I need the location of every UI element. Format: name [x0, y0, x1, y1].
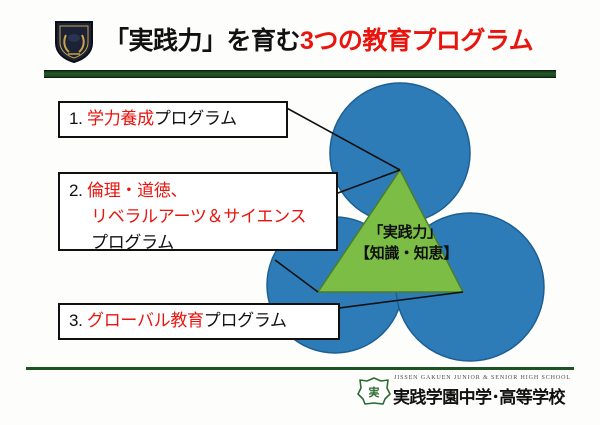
callout-program-3[interactable]: 3. グローバル教育プログラム: [58, 303, 340, 340]
callout-3-number: 3.: [69, 311, 83, 330]
center-label-line-1: 「実践力」: [368, 224, 442, 241]
connector-line-1: [282, 105, 401, 171]
callout-3-rest: プログラム: [203, 311, 287, 330]
header-rule: [44, 70, 556, 78]
school-crest-shield-icon: [53, 19, 95, 63]
title-prefix: 「実践力」を育む: [104, 27, 301, 55]
callout-2-line-1-text: 倫理・道徳、: [87, 181, 188, 200]
callout-program-1[interactable]: 1. 学力養成プログラム: [58, 101, 288, 138]
callout-2-line-2: リベラルアーツ＆サイエンス: [91, 207, 307, 226]
jissen-gakuen-emblem-icon: 実: [357, 377, 391, 406]
center-triangle: [316, 168, 465, 293]
footer-english-name: JISSEN GAKUEN JUNIOR & SENIOR HIGH SCHOO…: [394, 375, 571, 381]
callout-1-highlight: 学力養成: [87, 109, 154, 128]
diagram-center-label: 「実践力」 【知識・知恵】: [355, 222, 458, 264]
callout-1-number: 1.: [69, 109, 83, 128]
footer-japanese-name: 実践学園中学･高等学校: [393, 388, 566, 407]
title-highlight: 3つの教育プログラム: [300, 27, 534, 55]
svg-text:実: 実: [369, 385, 380, 399]
callout-2-number: 2.: [69, 181, 83, 200]
connector-line-3: [274, 259, 319, 293]
footer-rule: [26, 367, 574, 370]
page-title: 「実践力」を育む3つの教育プログラム: [104, 20, 574, 62]
callout-1-rest: プログラム: [153, 109, 237, 128]
center-label-line-2: 【知識・知恵】: [355, 245, 458, 262]
callout-2-line-1: 2. 倫理・道徳、: [69, 178, 336, 204]
callout-3-highlight: グローバル教育: [87, 311, 204, 330]
callout-program-2[interactable]: 2. 倫理・道徳、 リベラルアーツ＆サイエンス プログラム: [58, 172, 338, 252]
callout-2-line-3: プログラム: [91, 233, 174, 252]
